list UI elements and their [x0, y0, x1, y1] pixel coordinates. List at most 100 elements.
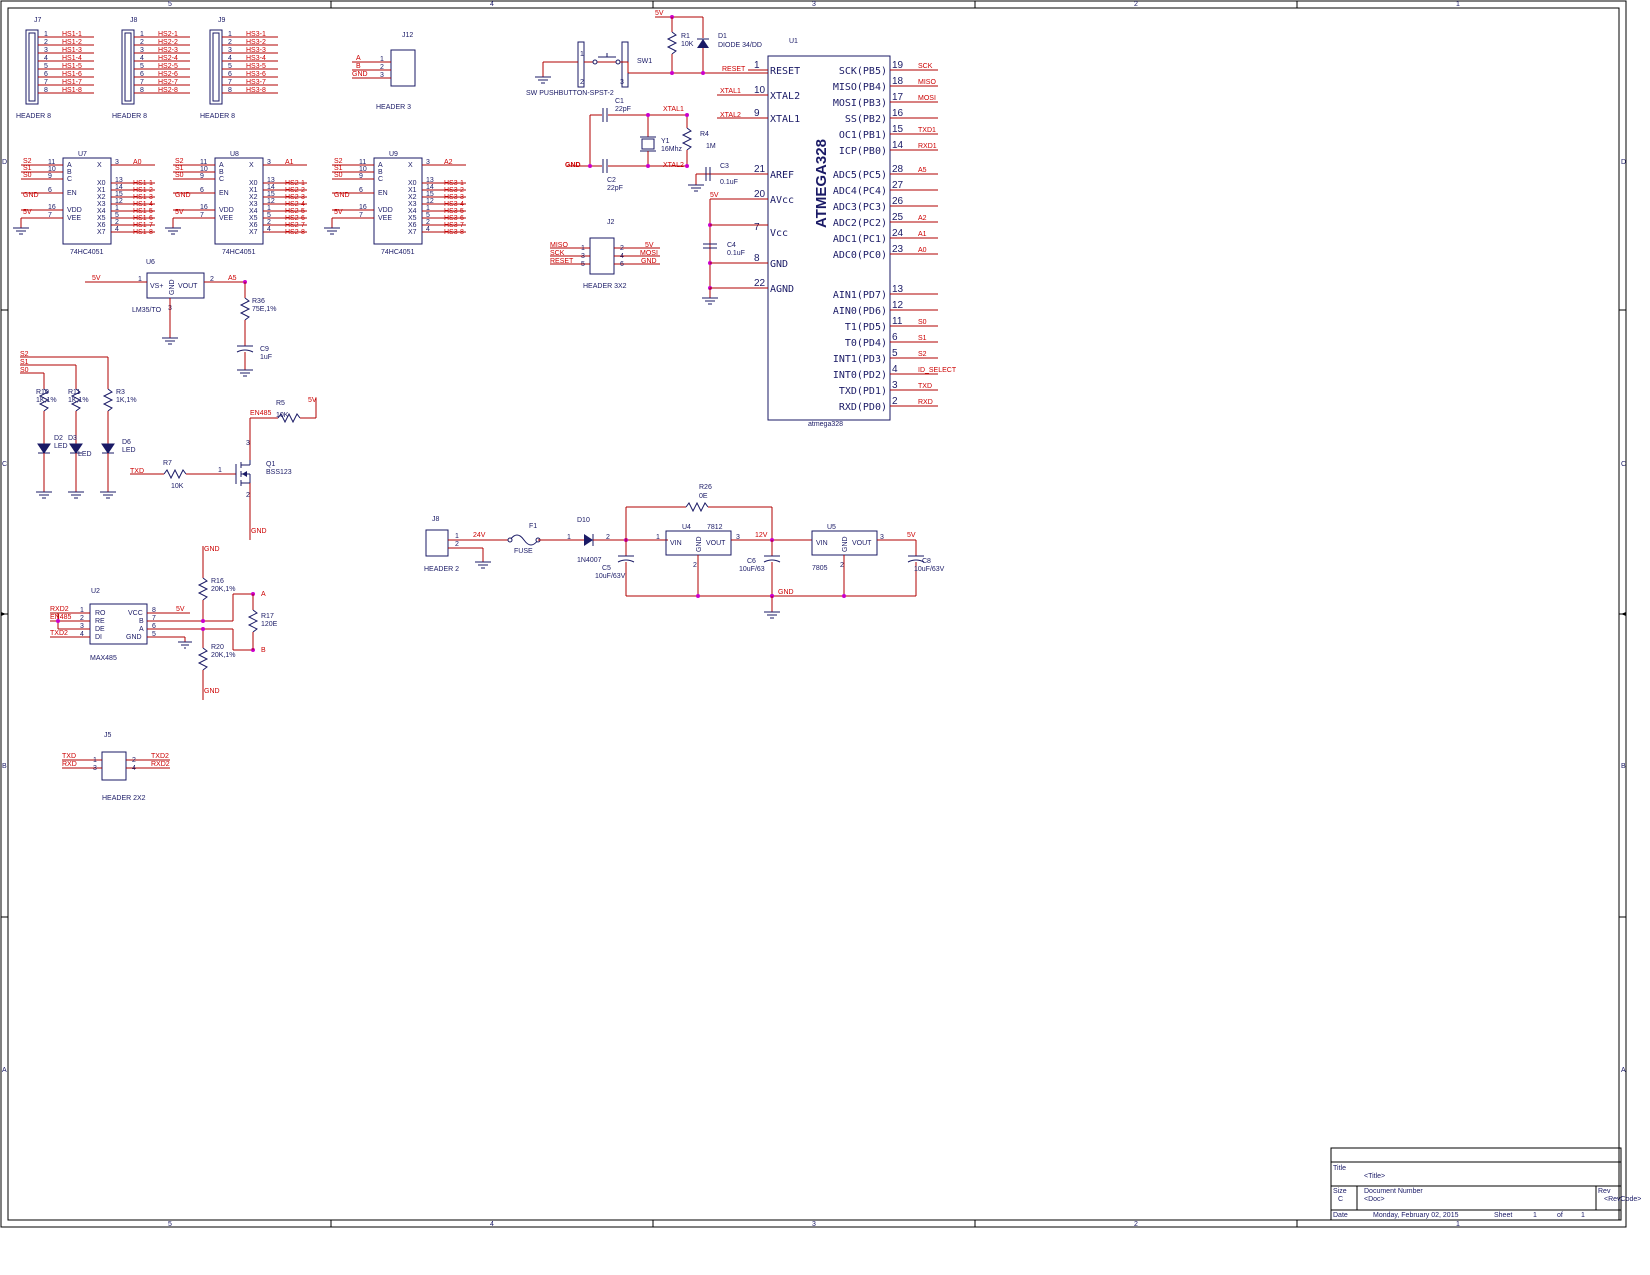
led-resistor-value: 1K,1%: [116, 397, 137, 404]
sheet-label: Sheet: [1494, 1212, 1512, 1219]
j12-net: GND: [352, 71, 368, 78]
u5-value: 7805: [812, 565, 828, 572]
net-5v-out: 5V: [907, 532, 916, 539]
pin-number: 16: [200, 204, 208, 211]
pin-number: 3: [246, 440, 250, 447]
u1-pin-right: INT1(PD3): [833, 354, 887, 365]
mux-net-sel: S2: [175, 158, 184, 165]
header8-net: HS1-8: [62, 87, 82, 94]
c5-ref: C5: [602, 565, 611, 572]
mux-net: HS2-5: [285, 208, 305, 215]
pin-number: 7: [228, 79, 232, 86]
c3-ref: C3: [720, 163, 729, 170]
border-row-label: C: [1621, 461, 1626, 468]
pin-number: 5: [581, 261, 585, 268]
c4-ref: C4: [727, 242, 736, 249]
sw1-body: [577, 41, 585, 88]
net-12v: 12V: [755, 532, 768, 539]
pin-number: 4: [140, 55, 144, 62]
net-24v: 24V: [473, 532, 486, 539]
pin-number: 5: [228, 63, 232, 70]
d10-value: 1N4007: [577, 557, 602, 564]
mux-net: HS1-5: [133, 208, 153, 215]
pin-number: 7: [152, 615, 156, 622]
net-xtal1: XTAL1: [663, 106, 684, 113]
mux-pin-right: X1: [97, 187, 106, 194]
r20-value: 20K,1%: [211, 652, 236, 659]
led-resistor-ref: R3: [116, 389, 125, 396]
mux-pin-left: A: [67, 162, 72, 169]
date-label: Date: [1333, 1212, 1348, 1219]
c1-value: 22pF: [615, 106, 631, 113]
mux-net: HS2-3: [285, 194, 305, 201]
header8-net: HS2-1: [158, 31, 178, 38]
u2-body: [89, 603, 148, 645]
mux-ref: U8: [230, 151, 239, 158]
pin-number: 11: [200, 159, 207, 166]
pin-number: 8: [152, 607, 156, 614]
u1-net: RXD1: [918, 143, 937, 150]
pin-number: 5: [140, 63, 144, 70]
pin-number: 12: [426, 198, 434, 205]
mux-pin-right: X0: [97, 180, 106, 187]
pin-number: 3: [44, 47, 48, 54]
u4-pin-vin: VIN: [670, 540, 682, 547]
j2-net: MOSI: [640, 250, 658, 257]
pin-number: 16: [892, 108, 904, 119]
j2-net: 5V: [645, 242, 654, 249]
led-ref: D6: [122, 439, 131, 446]
mux-body: [373, 157, 423, 245]
j5-net: TXD: [62, 753, 76, 760]
j2-body: [589, 237, 615, 275]
j2-ref: J2: [607, 219, 615, 226]
pin-number: 1: [580, 51, 584, 58]
pin-number: 2: [44, 39, 48, 46]
net-gnd-xtal: GND: [565, 162, 581, 169]
border-markers: 5 4 3 2 1 5 4 3 2 1 D C B A D C B A: [1, 1, 1626, 1228]
pin-number: 4: [115, 226, 119, 233]
mux-pin-left: C: [219, 176, 224, 183]
r5-ref: R5: [276, 400, 285, 407]
mux-pin-right: X7: [408, 229, 417, 236]
title-value: <Title>: [1364, 1173, 1385, 1180]
mux-pin-right: X7: [97, 229, 106, 236]
header8-net: HS1-4: [62, 55, 82, 62]
mux-net: HS2-8: [285, 229, 305, 236]
crystal-circuit: C1 22pF XTAL1 GND C2 22pF XTAL2 Y1 16Mhz…: [565, 88, 768, 192]
f1-fuse: [509, 534, 539, 546]
u1-pin-left: XTAL1: [770, 114, 800, 125]
u1-pin-right: AIN0(PD6): [833, 306, 887, 317]
pin-number: 12: [267, 198, 275, 205]
u1-pin-right: T1(PD5): [845, 322, 887, 333]
header8-net: HS3-5: [246, 63, 266, 70]
r4-value: 1M: [706, 143, 716, 150]
j2-isp-header: J2 MISO SCK RESET 5V MOSI GND 1 3 5 2 4 …: [550, 219, 660, 290]
pin-number: 28: [892, 164, 904, 175]
c9-value: 1uF: [260, 354, 272, 361]
pin-number: 1: [228, 31, 232, 38]
c5-value: 10uF/63V: [595, 573, 626, 580]
pin-number: 5: [152, 631, 156, 638]
border-row-label: D: [2, 159, 7, 166]
u1-net: MISO: [918, 79, 936, 86]
u5-pin-gnd: GND: [842, 536, 849, 552]
pin-number: 2: [380, 64, 384, 71]
c2-ref: C2: [607, 177, 616, 184]
pin-number: 6: [48, 187, 52, 194]
u1-pin-right: ADC2(PC2): [833, 218, 887, 229]
pin-number: 11: [48, 159, 55, 166]
pin-number: 19: [892, 60, 904, 71]
pin-number: 3: [140, 47, 144, 54]
sw1-value: SW PUSHBUTTON-SPST-2: [526, 90, 614, 97]
pin-number: 3: [620, 79, 624, 86]
j2-value: HEADER 3X2: [583, 283, 627, 290]
j12-body: [390, 49, 416, 87]
pin-number: 1: [567, 534, 571, 541]
mux-net-out: A0: [133, 159, 142, 166]
pin-number: 7: [140, 79, 144, 86]
u1-net-xtal2: XTAL2: [720, 112, 741, 119]
mux-net: HS2-7: [285, 222, 305, 229]
j5-net: TXD2: [151, 753, 169, 760]
pin-number: 3: [93, 765, 97, 772]
